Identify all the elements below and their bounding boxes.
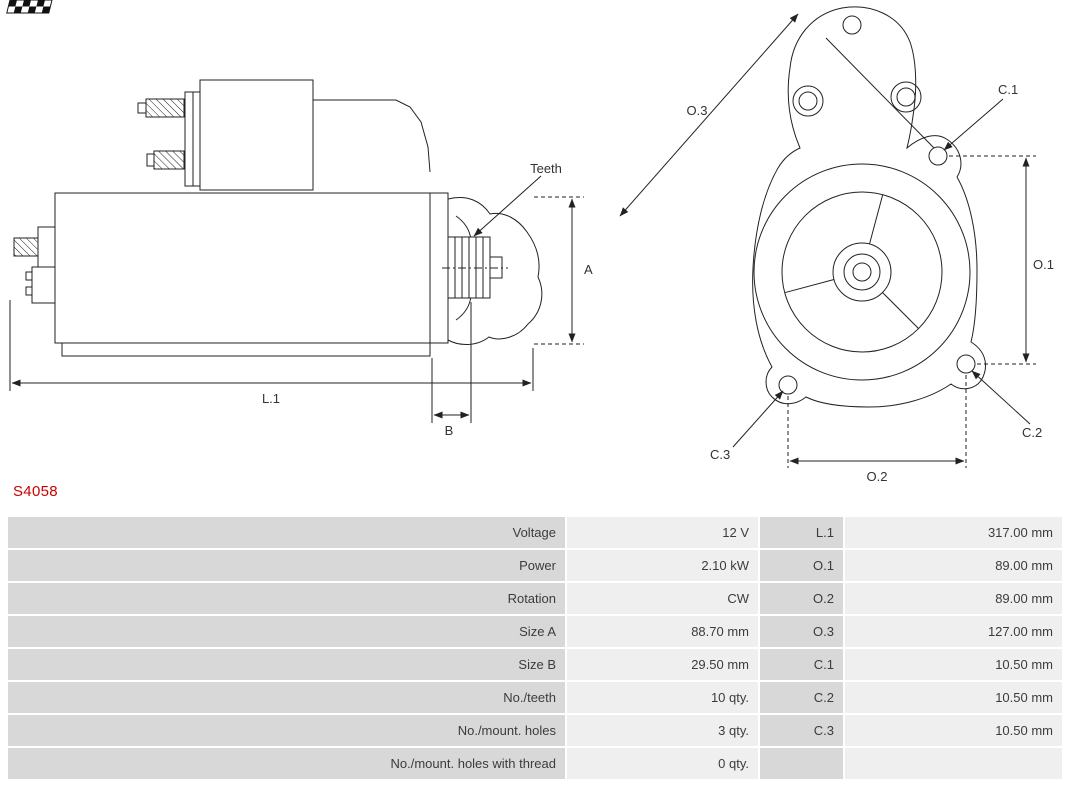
dim-c1-label: C.1 [998, 82, 1018, 97]
dim-value-cell: 10.50 mm [845, 715, 1062, 746]
spec-label-cell: Size B [8, 649, 565, 680]
spec-value-cell: 2.10 kW [567, 550, 758, 581]
solenoid-body [199, 79, 314, 191]
spec-label-cell: No./mount. holes [8, 715, 565, 746]
motor-barrel-circle [753, 163, 971, 381]
dim-c2-leader [971, 370, 1031, 425]
dim-c1-leader [943, 98, 1004, 151]
motor-body-band [61, 342, 431, 357]
dim-o2-label: O.2 [867, 469, 888, 484]
dim-label-cell [760, 748, 843, 779]
dim-o3-arrow [619, 13, 799, 217]
dim-value-cell: 317.00 mm [845, 517, 1062, 548]
spec-table: Voltage 12 V L.1 317.00 mm Power 2.10 kW… [8, 517, 1062, 779]
dim-o3-label: O.3 [687, 103, 708, 118]
side-view-labels: Teeth A L.1 B [262, 161, 593, 438]
spec-label-cell: Power [8, 550, 565, 581]
dim-label-cell: O.1 [760, 550, 843, 581]
mount-hole-c1 [928, 146, 948, 166]
spec-value-cell: 12 V [567, 517, 758, 548]
dim-label-cell: C.1 [760, 649, 843, 680]
technical-drawing: Teeth A L.1 B [6, 0, 1054, 484]
mount-hole-c2 [956, 354, 976, 374]
teeth-leader-line [473, 175, 542, 237]
dim-value-cell: 89.00 mm [845, 550, 1062, 581]
front-view-dimensions [619, 13, 1036, 468]
terminal-stud-bottom [153, 150, 185, 170]
teeth-label: Teeth [530, 161, 562, 176]
spec-label-cell: No./mount. holes with thread [8, 748, 565, 779]
front-view-labels: O.3 C.1 O.1 C.2 C.3 O.2 [687, 82, 1054, 484]
side-view-dimensions [9, 175, 584, 423]
dim-value-cell: 127.00 mm [845, 616, 1062, 647]
spec-label-cell: No./teeth [8, 682, 565, 713]
as-pl-logo [6, 0, 53, 14]
spec-label-cell: Size A [8, 616, 565, 647]
spec-label-cell: Rotation [8, 583, 565, 614]
motor-body [54, 192, 431, 344]
dim-b-label: B [445, 423, 454, 438]
spec-value-cell: 88.70 mm [567, 616, 758, 647]
dim-value-cell [845, 748, 1062, 779]
dim-value-cell: 89.00 mm [845, 583, 1062, 614]
dim-l1-label: L.1 [262, 391, 280, 406]
terminal-stud-top [145, 98, 185, 118]
dim-label-cell: C.2 [760, 682, 843, 713]
dim-label-cell: O.3 [760, 616, 843, 647]
dim-a-label: A [584, 262, 593, 277]
dim-c3-label: C.3 [710, 447, 730, 462]
starter-side-view [13, 79, 543, 357]
drive-bracket-top [313, 99, 431, 173]
spec-value-cell: CW [567, 583, 758, 614]
dim-label-cell: O.2 [760, 583, 843, 614]
spec-value-cell: 3 qty. [567, 715, 758, 746]
starter-front-view [752, 6, 986, 408]
rear-stud [13, 237, 39, 257]
dim-label-cell: L.1 [760, 517, 843, 548]
dim-o1-label: O.1 [1033, 257, 1054, 272]
dim-value-cell: 10.50 mm [845, 649, 1062, 680]
shaft-hub [832, 242, 892, 302]
dim-c3-leader [732, 390, 784, 448]
spec-value-cell: 29.50 mm [567, 649, 758, 680]
mount-hole-c3 [778, 375, 798, 395]
dim-value-cell: 10.50 mm [845, 682, 1062, 713]
bracket-top-hole [842, 15, 862, 35]
part-number: S4058 [13, 483, 58, 500]
dim-label-cell: C.3 [760, 715, 843, 746]
spec-label-cell: Voltage [8, 517, 565, 548]
spec-value-cell: 0 qty. [567, 748, 758, 779]
spec-value-cell: 10 qty. [567, 682, 758, 713]
dim-c2-label: C.2 [1022, 425, 1042, 440]
